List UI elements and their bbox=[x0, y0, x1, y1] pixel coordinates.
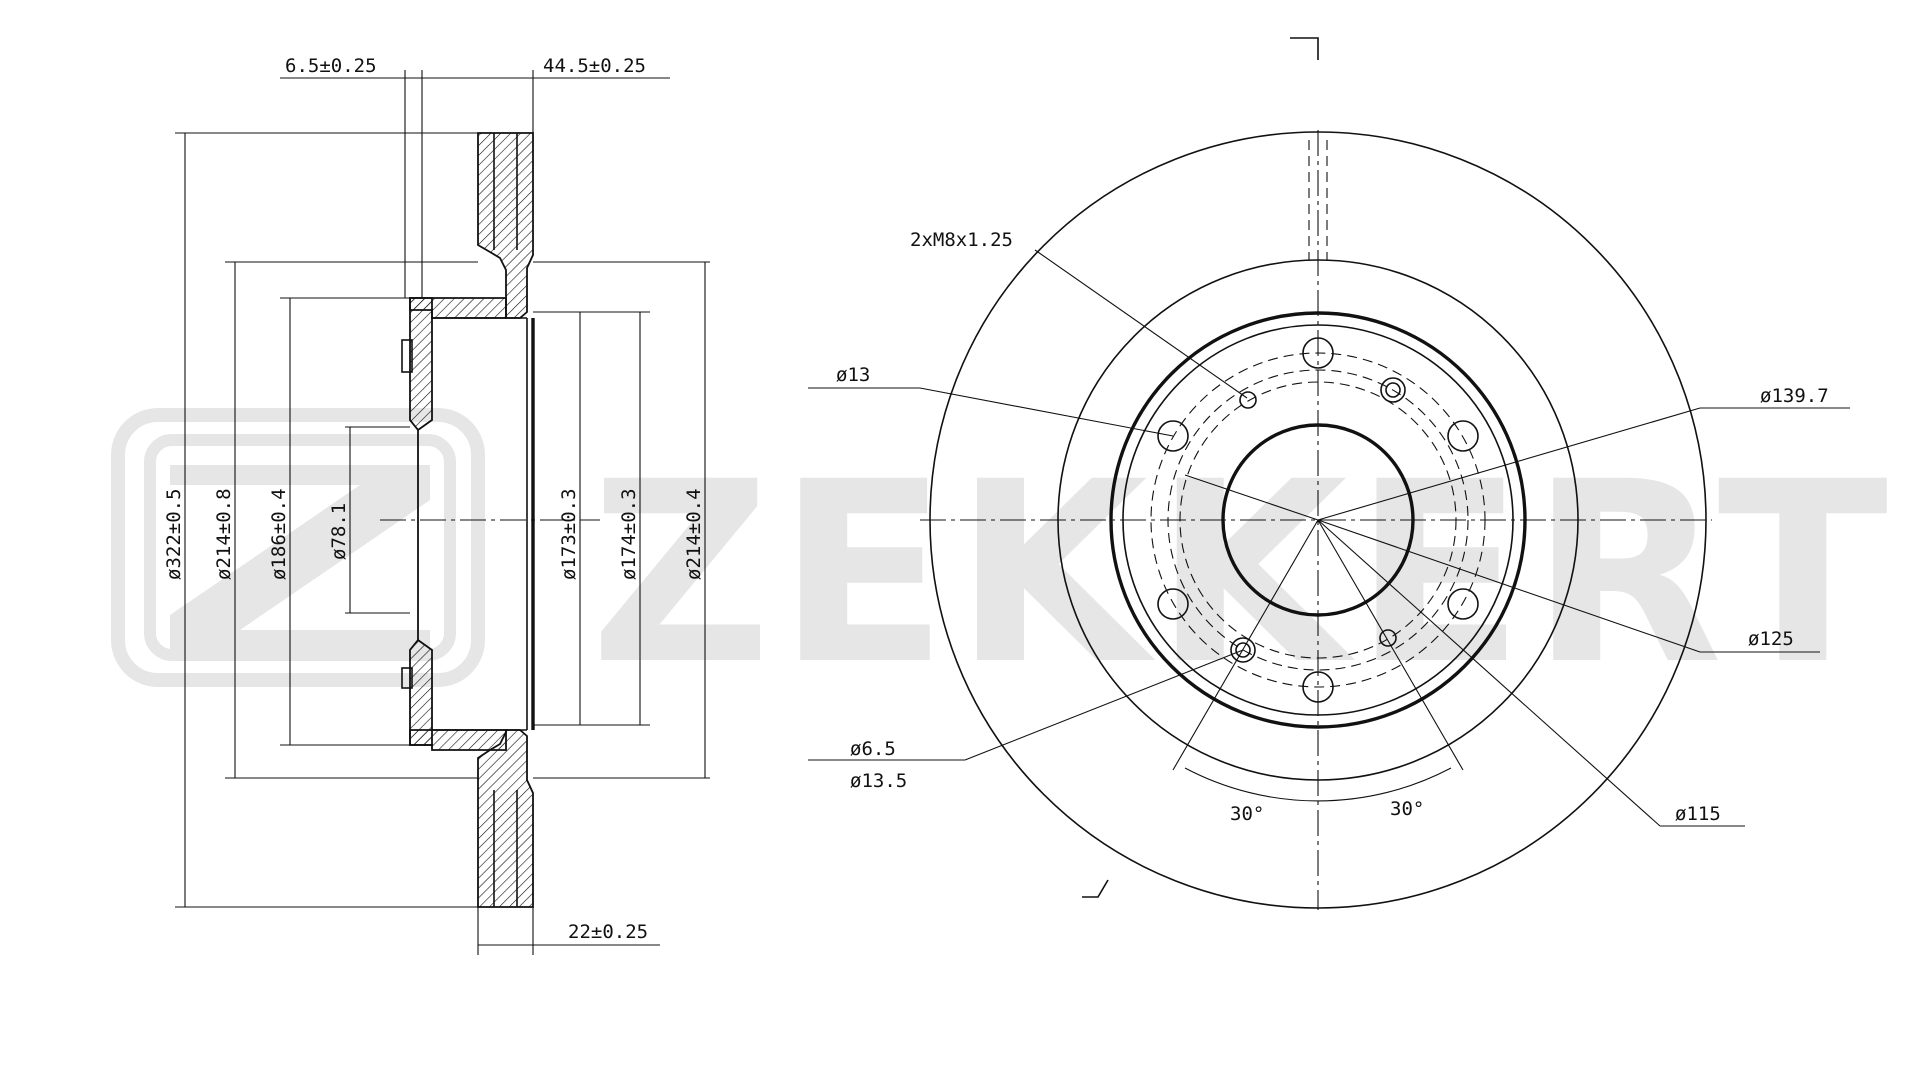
height-dim-label: 44.5±0.25 bbox=[543, 55, 646, 77]
brand-watermark-text: ZEKKERT bbox=[590, 428, 1894, 719]
bolt-hole bbox=[1447, 420, 1479, 452]
pcd-139-circle bbox=[1150, 352, 1486, 688]
vane-cavity-lower bbox=[493, 790, 518, 907]
rotor-plate-upper bbox=[477, 132, 534, 319]
diam-214-04-label: ø214±0.4 bbox=[683, 488, 705, 580]
threaded-hole bbox=[1380, 377, 1406, 403]
leader-pcd-125 bbox=[1317, 519, 1701, 653]
diam-186-label: ø186±0.4 bbox=[268, 488, 290, 580]
diam-214-08-label: ø214±0.8 bbox=[213, 488, 235, 580]
zekkert-watermark: ZEKKERT bbox=[111, 408, 1894, 719]
vane-cavity-upper bbox=[493, 133, 518, 250]
leader-pcd-115 bbox=[1317, 519, 1661, 827]
diam-174-label: ø174±0.3 bbox=[618, 488, 640, 580]
pcd-125-circle bbox=[1167, 369, 1469, 671]
diam-78-label: ø78.1 bbox=[328, 503, 350, 560]
leader-thread bbox=[1034, 249, 1248, 399]
hub-flange-lower bbox=[409, 729, 507, 751]
leader-pcd-139 bbox=[1317, 407, 1701, 521]
pcd-125-label: ø125 bbox=[1748, 628, 1794, 650]
hat-inner-circle bbox=[1122, 324, 1514, 716]
bolt-hole bbox=[1157, 420, 1189, 452]
angle-left-label: 30° bbox=[1230, 803, 1264, 825]
bolt-hole bbox=[1302, 337, 1334, 369]
center-bore-circle bbox=[1221, 423, 1415, 617]
small-hole bbox=[1239, 391, 1257, 409]
pcd-115-circle bbox=[1179, 381, 1457, 659]
rotor-plate-lower bbox=[477, 729, 534, 908]
small-hole bbox=[1379, 629, 1397, 647]
angle-line-right bbox=[1317, 519, 1464, 771]
angle-right-label: 30° bbox=[1390, 798, 1424, 820]
side-section-view: 6.5±0.25 44.5±0.25 22±0.25 ø322±0.5 ø214… bbox=[163, 55, 710, 955]
pcd-139-label: ø139.7 bbox=[1760, 385, 1829, 407]
hole-13-label: ø13 bbox=[836, 364, 870, 386]
angle-arc bbox=[1184, 767, 1452, 802]
rotor-outer-circle bbox=[929, 131, 1707, 909]
hole-65-label: ø6.5 bbox=[850, 738, 896, 760]
diam-173-label: ø173±0.3 bbox=[558, 488, 580, 580]
thickness-dim-label: 22±0.25 bbox=[568, 921, 648, 943]
hole-135-label: ø13.5 bbox=[850, 770, 907, 792]
diam-outer-label: ø322±0.5 bbox=[163, 488, 185, 580]
friction-inner-circle bbox=[1057, 259, 1579, 781]
counterbore-hole bbox=[1230, 637, 1256, 663]
bolt-hole bbox=[1302, 671, 1334, 703]
offset-dim-label: 6.5±0.25 bbox=[285, 55, 377, 77]
bolt-hole bbox=[1447, 588, 1479, 620]
thread-label: 2xM8x1.25 bbox=[910, 229, 1013, 251]
hub-bolt-lower bbox=[401, 667, 413, 689]
section-marker-bottom bbox=[1082, 879, 1109, 898]
logo-z-mark bbox=[170, 465, 430, 650]
leader-hole-65 bbox=[964, 649, 1244, 761]
angle-line-left bbox=[1172, 519, 1319, 771]
top-slot-hidden-line bbox=[1308, 140, 1328, 260]
hat-edge-circle bbox=[1109, 311, 1527, 729]
hub-wall bbox=[409, 297, 433, 746]
bolt-hole bbox=[1157, 588, 1189, 620]
leader-hole-13 bbox=[919, 387, 1174, 437]
front-view: 2xM8x1.25 ø13 ø139.7 ø125 ø6.5 ø13.5 ø11… bbox=[808, 37, 1850, 910]
logo-outer-frame bbox=[111, 408, 485, 687]
section-marker-top bbox=[1290, 37, 1319, 60]
pcd-115-label: ø115 bbox=[1675, 803, 1721, 825]
hub-bolt-upper bbox=[401, 339, 413, 373]
logo-inner-frame bbox=[144, 434, 456, 661]
